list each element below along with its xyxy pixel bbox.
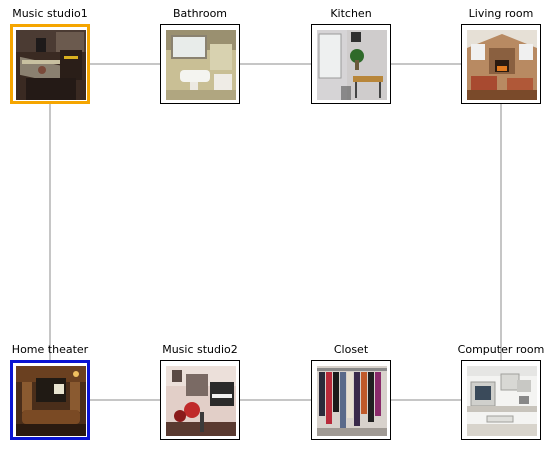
room-thumbnail[interactable] bbox=[10, 24, 90, 104]
node-closet[interactable]: Closet bbox=[311, 343, 391, 440]
bathroom-photo-icon bbox=[166, 30, 236, 100]
room-thumbnail[interactable] bbox=[160, 360, 240, 440]
node-computer-room[interactable]: Computer room bbox=[458, 343, 544, 440]
node-label: Computer room bbox=[457, 343, 545, 356]
node-label: Bathroom bbox=[172, 7, 228, 20]
node-label: Living room bbox=[468, 7, 534, 20]
node-label: Music studio2 bbox=[162, 343, 238, 356]
room-thumbnail[interactable] bbox=[10, 360, 90, 440]
node-music-studio2[interactable]: Music studio2 bbox=[160, 343, 240, 440]
music-studio-photo-icon bbox=[166, 366, 236, 436]
music-studio-photo-icon bbox=[16, 30, 86, 100]
home-theater-photo-icon bbox=[16, 366, 86, 436]
node-label: Home theater bbox=[11, 343, 89, 356]
closet-photo-icon bbox=[317, 366, 387, 436]
room-thumbnail[interactable] bbox=[311, 360, 391, 440]
room-thumbnail[interactable] bbox=[311, 24, 391, 104]
room-thumbnail[interactable] bbox=[160, 24, 240, 104]
node-music-studio1[interactable]: Music studio1 bbox=[10, 7, 90, 104]
room-thumbnail[interactable] bbox=[461, 24, 541, 104]
node-kitchen[interactable]: Kitchen bbox=[311, 7, 391, 104]
node-label: Music studio1 bbox=[12, 7, 88, 20]
node-home-theater[interactable]: Home theater bbox=[10, 343, 90, 440]
node-bathroom[interactable]: Bathroom bbox=[160, 7, 240, 104]
living-room-photo-icon bbox=[467, 30, 537, 100]
node-label: Kitchen bbox=[330, 7, 372, 20]
kitchen-photo-icon bbox=[317, 30, 387, 100]
computer-room-photo-icon bbox=[467, 366, 537, 436]
node-label: Closet bbox=[333, 343, 369, 356]
node-living-room[interactable]: Living room bbox=[461, 7, 541, 104]
room-thumbnail[interactable] bbox=[461, 360, 541, 440]
